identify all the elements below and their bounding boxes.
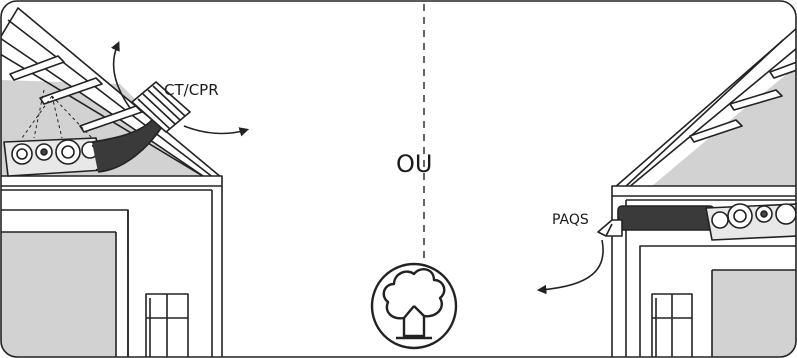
left-window-icon xyxy=(145,293,189,357)
left-ventilation-unit-icon xyxy=(3,89,105,177)
label-ou: OU xyxy=(396,150,432,178)
airflow-arrow-right xyxy=(183,125,250,137)
tree-icon xyxy=(370,262,458,350)
label-ct-cpr: CT/CPR xyxy=(164,81,219,99)
airflow-arrow-down-left xyxy=(536,239,604,295)
left-duct xyxy=(91,81,191,173)
right-window-icon xyxy=(651,293,693,357)
right-ventilation-unit-icon xyxy=(705,203,796,241)
right-duct xyxy=(597,205,715,237)
label-paqs: PAQS xyxy=(552,212,589,228)
roof-cap-icon xyxy=(131,81,191,133)
right-house xyxy=(611,27,796,357)
airflow-arrow-up xyxy=(110,41,131,109)
left-house xyxy=(1,7,223,357)
wall-hood-icon xyxy=(597,219,623,237)
